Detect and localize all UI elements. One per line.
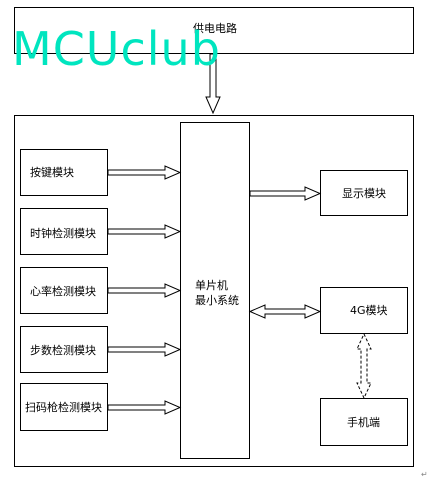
arrow-clock-to-mcu <box>107 224 182 239</box>
input-module-scanner <box>20 383 108 431</box>
display-module-box <box>320 170 408 216</box>
arrow-heart-rate-to-mcu <box>107 283 182 298</box>
input-module-keys-label: 按键模块 <box>30 166 74 179</box>
input-module-clock <box>20 208 108 255</box>
paragraph-mark: ↵ <box>421 470 428 479</box>
arrow-mcu-4g-bidirectional <box>248 304 322 319</box>
mcu-label-line2: 最小系统 <box>195 294 239 307</box>
display-module-label: 显示模块 <box>342 187 386 200</box>
arrow-keys-to-mcu <box>107 165 182 180</box>
input-module-steps <box>20 326 108 373</box>
mcu-label-line1: 单片机 <box>195 279 228 292</box>
mcuclub-watermark: MCUclub <box>12 22 221 76</box>
input-module-heart-rate-label: 心率检测模块 <box>30 285 96 298</box>
input-module-scanner-label: 扫码枪检测模块 <box>25 401 102 414</box>
mcu-box <box>180 122 250 459</box>
arrow-steps-to-mcu <box>107 342 182 357</box>
power-supply-label: 供电电路 <box>193 22 237 35</box>
arrow-mcu-to-display <box>249 186 322 201</box>
arrow-4g-phone-bidirectional <box>356 332 372 400</box>
module-4g-label: 4G模块 <box>350 304 388 317</box>
input-module-clock-label: 时钟检测模块 <box>30 227 96 240</box>
power-supply-box <box>14 7 414 54</box>
module-4g-box <box>320 287 408 334</box>
input-module-steps-label: 步数检测模块 <box>30 344 96 357</box>
arrow-scanner-to-mcu <box>107 400 182 415</box>
phone-label: 手机端 <box>347 416 380 429</box>
power-down-arrow <box>205 53 221 115</box>
